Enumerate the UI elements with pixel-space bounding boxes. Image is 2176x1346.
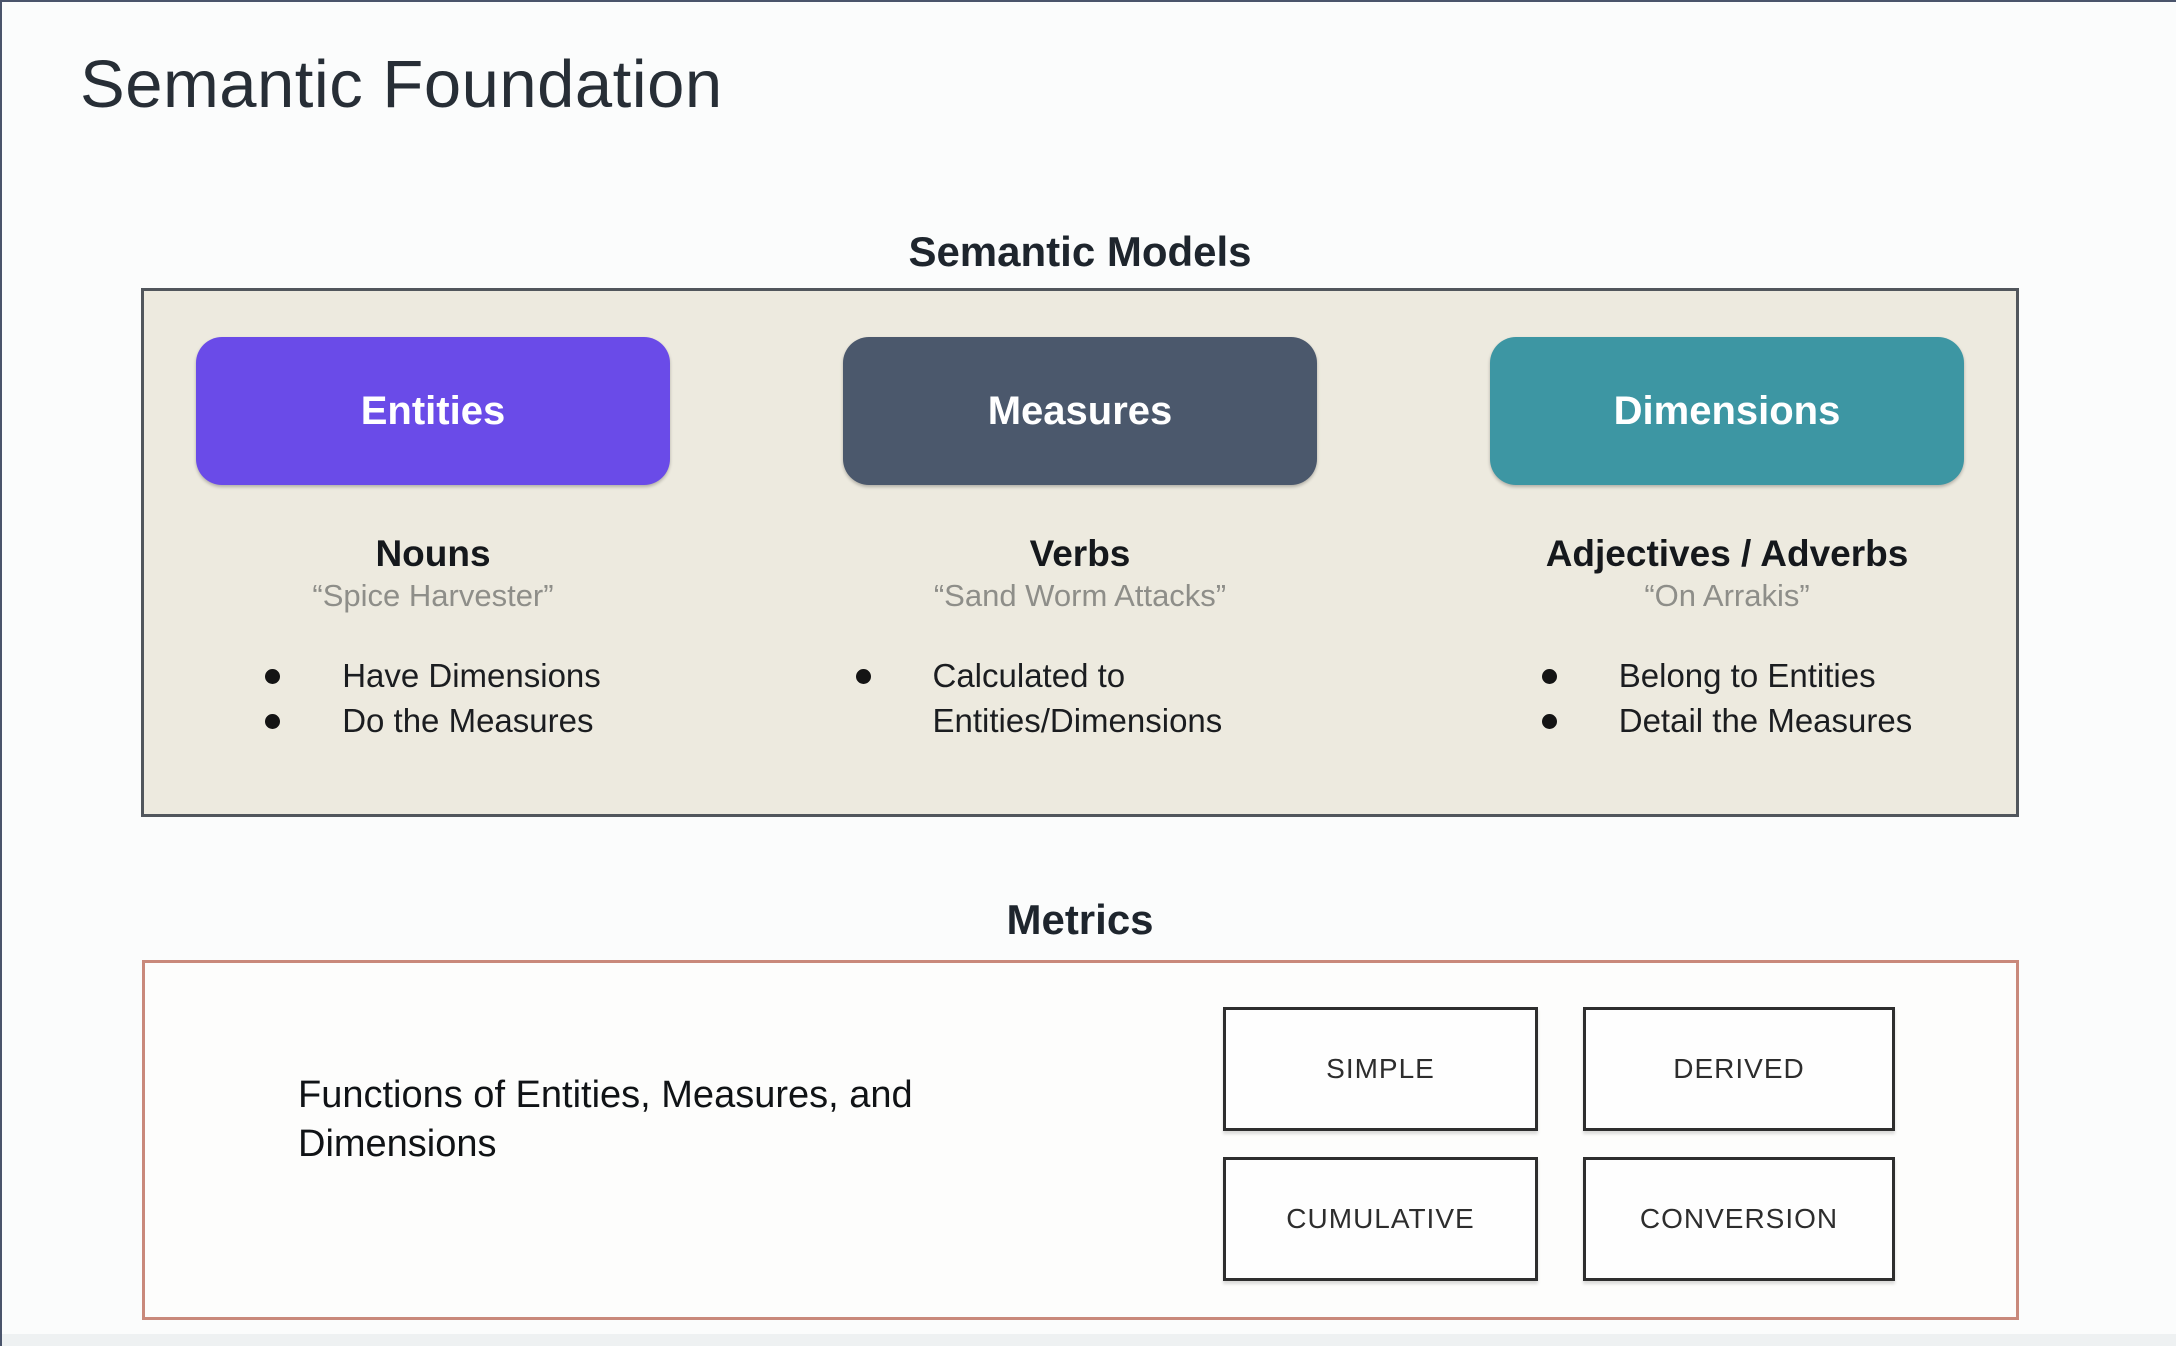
bullet-icon <box>855 669 871 684</box>
bullet-icon <box>1541 713 1557 729</box>
semantic-models-panel: Entities Nouns “Spice Harvester” Have Di… <box>141 288 2019 817</box>
metrics-description: Functions of Entities, Measures, and Dim… <box>298 1074 913 1165</box>
metrics-panel: Functions of Entities, Measures, and Dim… <box>142 960 2019 1320</box>
measures-example-quote: “Sand Worm Attacks” <box>933 578 1227 613</box>
list-item: Calculated to Entities/Dimensions <box>855 654 1305 743</box>
dimensions-heading: Adjectives / Adverbs <box>1545 533 1909 574</box>
dimensions-column: Dimensions Adjectives / Adverbs “On Arra… <box>1490 291 1964 814</box>
bullet-icon <box>1541 669 1557 684</box>
dimensions-button: Dimensions <box>1490 337 1964 485</box>
entities-button: Entities <box>196 337 670 485</box>
metric-types-grid: SIMPLE DERIVED CUMULATIVE CONVERSION <box>1223 1007 1895 1281</box>
metric-type-cumulative: CUMULATIVE <box>1223 1157 1538 1281</box>
bullet-icon <box>265 713 281 729</box>
list-item: Do the Measures <box>265 699 601 744</box>
bullet-text: Detail the Measures <box>1618 701 1913 739</box>
measures-bullet-list: Calculated to Entities/Dimensions <box>855 654 1305 743</box>
measures-button: Measures <box>843 337 1317 485</box>
entities-heading: Nouns <box>375 533 491 574</box>
bullet-text: Calculated to Entities/Dimensions <box>932 657 1223 739</box>
metric-type-conversion: CONVERSION <box>1583 1157 1895 1281</box>
list-item: Have Dimensions <box>265 654 601 699</box>
dimensions-example-quote: “On Arrakis” <box>1644 578 1810 613</box>
measures-column: Measures Verbs “Sand Worm Attacks” Calcu… <box>843 291 1317 814</box>
dimensions-bullet-list: Belong to Entities Detail the Measures <box>1541 654 1913 744</box>
page-title: Semantic Foundation <box>80 47 723 122</box>
metric-type-derived: DERIVED <box>1583 1007 1895 1131</box>
list-item: Belong to Entities <box>1541 654 1912 699</box>
list-item: Detail the Measures <box>1541 699 1913 744</box>
semantic-models-heading: Semantic Models <box>908 228 1252 275</box>
bullet-text: Do the Measures <box>342 701 594 739</box>
entities-column: Entities Nouns “Spice Harvester” Have Di… <box>196 291 670 814</box>
entities-example-quote: “Spice Harvester” <box>312 578 554 613</box>
measures-heading: Verbs <box>1029 533 1131 574</box>
metrics-heading: Metrics <box>1006 896 1154 943</box>
bullet-icon <box>265 669 281 684</box>
bullet-text: Have Dimensions <box>342 657 601 694</box>
metric-type-simple: SIMPLE <box>1223 1007 1538 1131</box>
bullet-text: Belong to Entities <box>1618 657 1876 694</box>
screen-edge <box>2 1334 2176 1346</box>
entities-bullet-list: Have Dimensions Do the Measures <box>265 654 601 743</box>
